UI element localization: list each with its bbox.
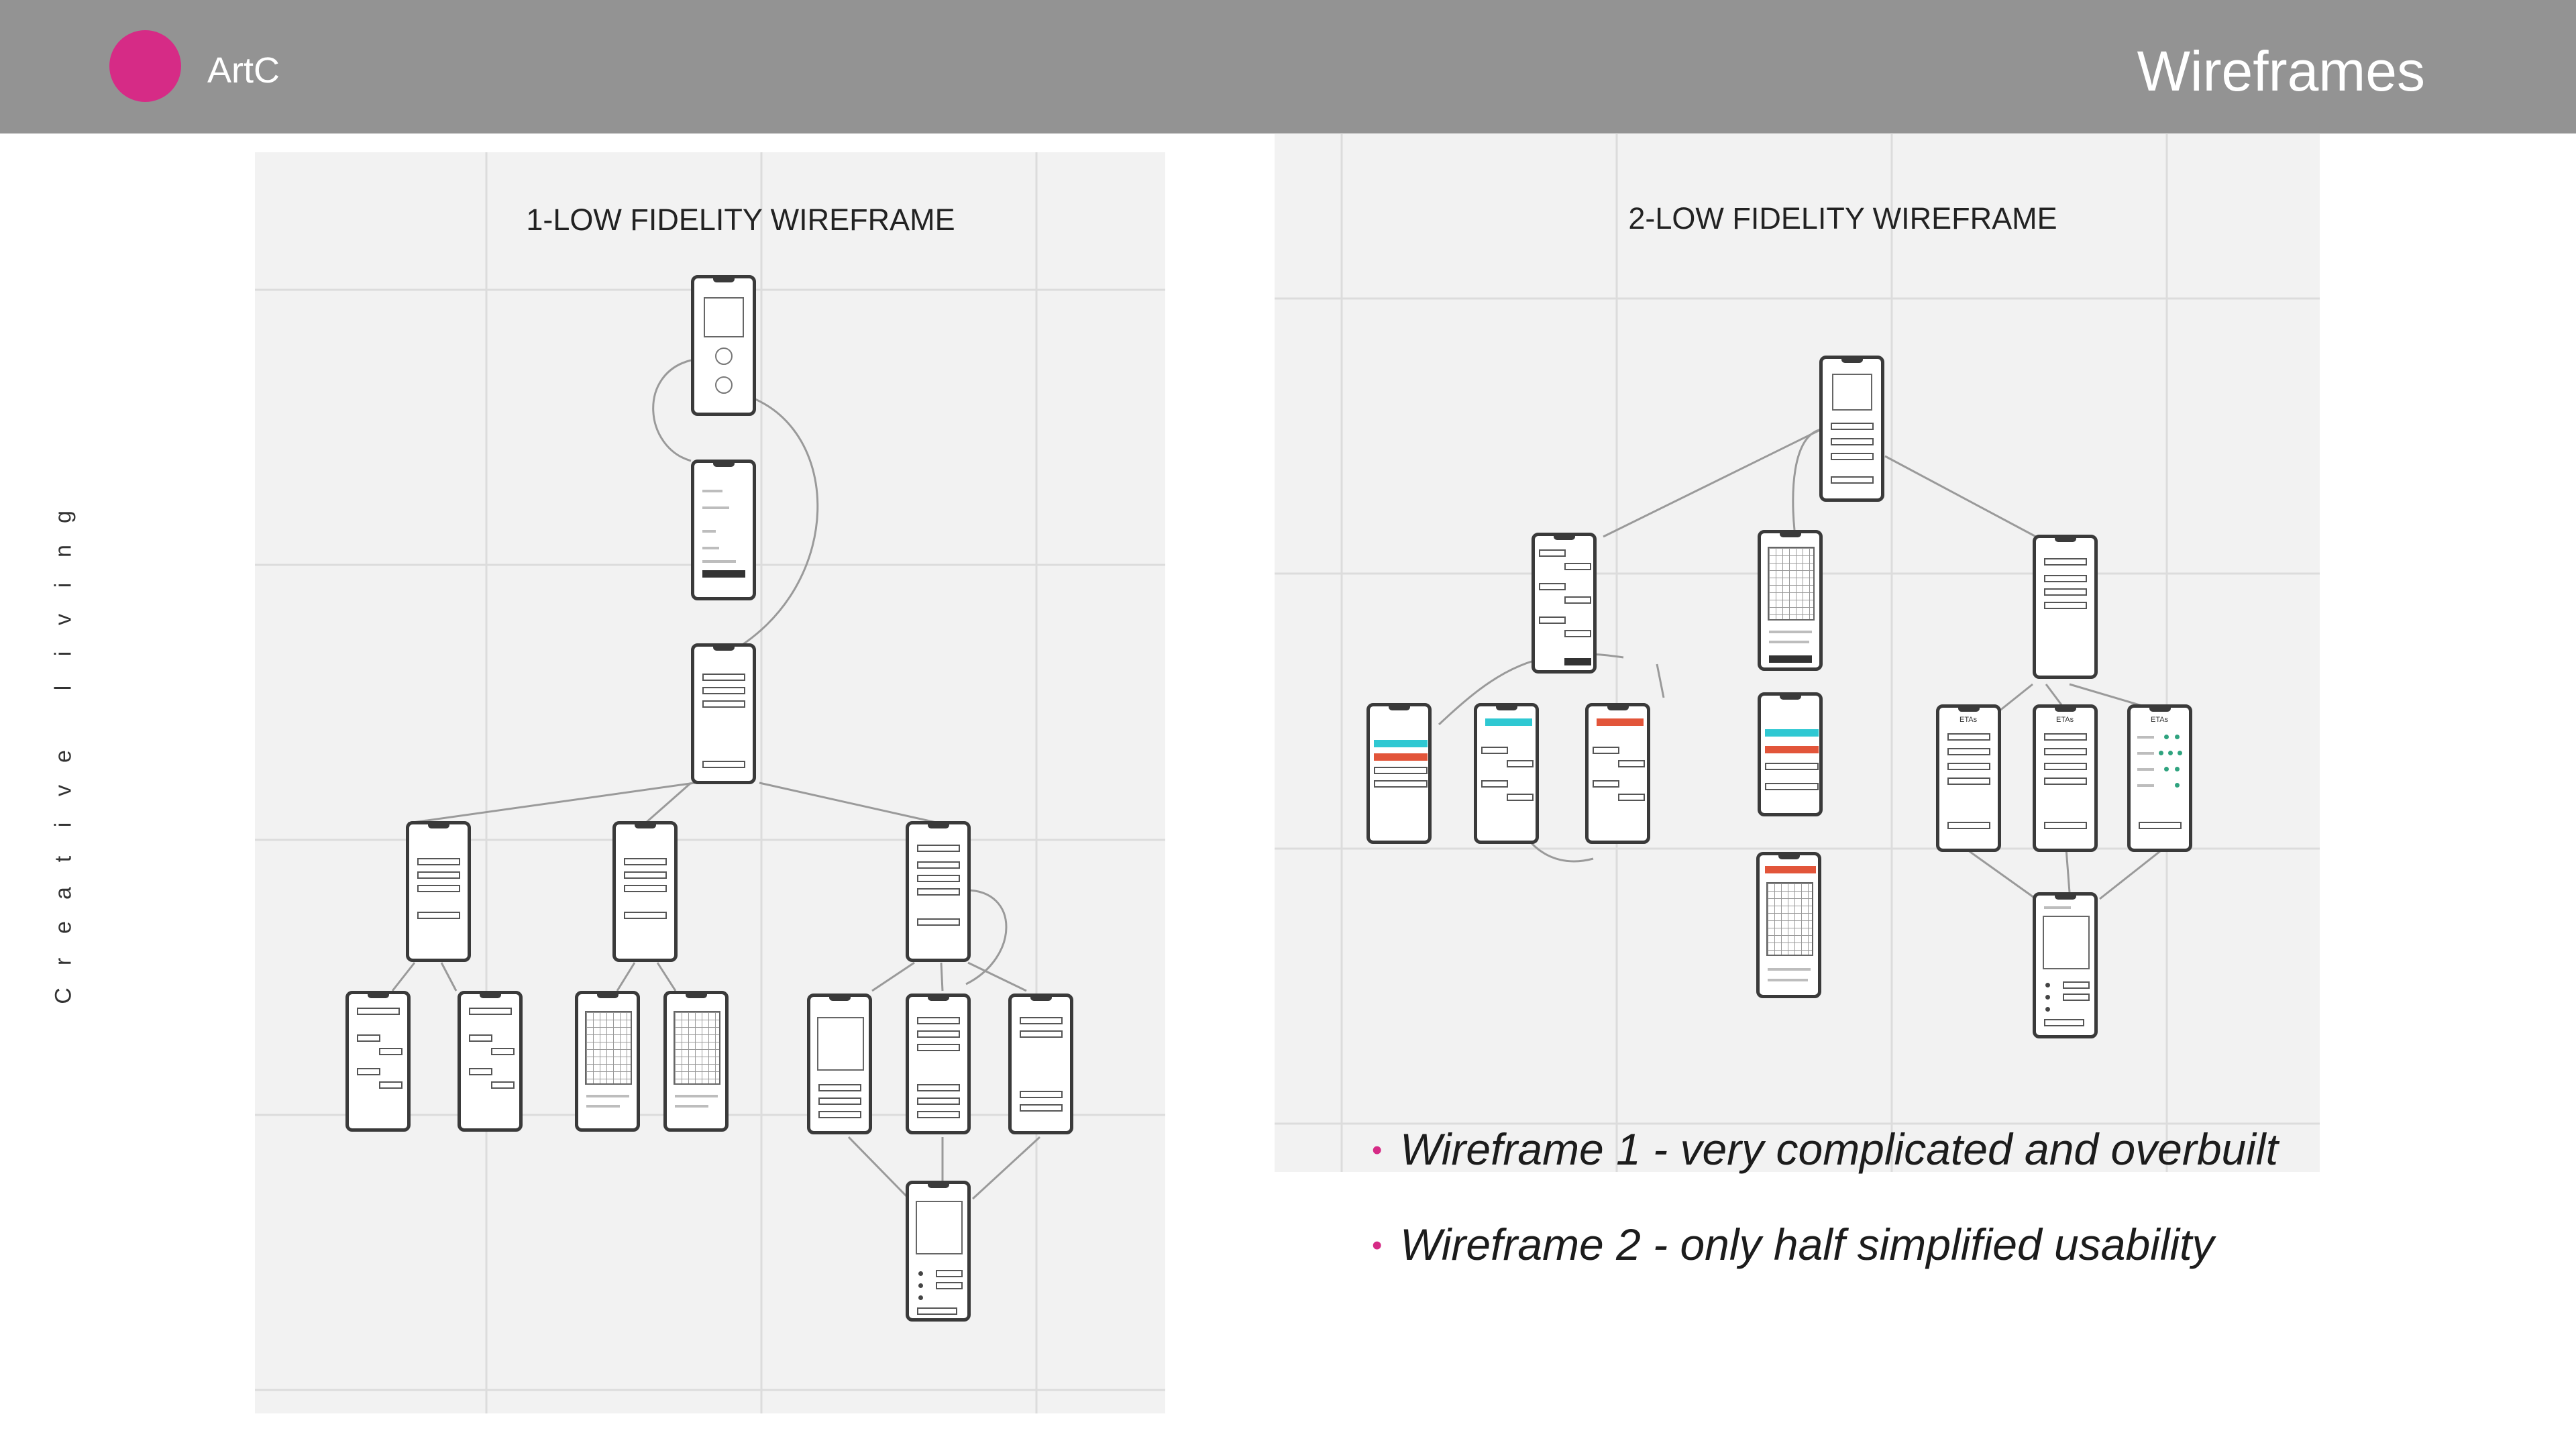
wireframe-board-1: 1-LOW FIDELITY WIREFRAME [255, 152, 1165, 1413]
note-text: Wireframe 2 - only half simplified usabi… [1400, 1220, 2214, 1269]
wireframe-screen [1758, 692, 1823, 816]
vertical-tagline: C r e a t i v e l i v i n g [40, 443, 87, 1013]
wireframe-screen-image [807, 994, 872, 1134]
tagline-letter: g [50, 511, 76, 523]
wireframe-screen-home [691, 643, 756, 784]
wireframe-screen-calendar [663, 991, 729, 1132]
wireframe-screen-login [691, 460, 756, 600]
wireframe-screen [906, 994, 971, 1134]
wireframe-screen [345, 991, 411, 1132]
tagline-letter: v [50, 785, 76, 796]
tagline-letter: C [50, 987, 76, 1004]
brand-name: ArtC [207, 50, 280, 91]
tagline-letter: n [50, 545, 76, 557]
bullet-dot: • [1372, 1229, 1383, 1262]
board-title: 1-LOW FIDELITY WIREFRAME [526, 203, 955, 237]
wireframe-screen [1366, 703, 1432, 844]
tagline-letter: r [50, 957, 76, 966]
wireframe-screen-eta: ETAs [2033, 704, 2098, 852]
note-text: Wireframe 1 - very complicated and overb… [1400, 1124, 2278, 1174]
wireframe-screen-calendar [1756, 852, 1821, 998]
tagline-letter: t [50, 855, 76, 863]
tagline-letter: i [50, 651, 76, 657]
wireframe-screen [1585, 703, 1650, 844]
wireframe-screen [612, 821, 678, 962]
page-title: Wireframes [2137, 40, 2425, 103]
board-title: 2-LOW FIDELITY WIREFRAME [1628, 201, 2057, 235]
tagline-letter: a [50, 887, 76, 900]
tagline-letter [47, 709, 81, 736]
wireframe-screen-map [2033, 892, 2098, 1038]
wireframe-screen-calendar [1758, 530, 1823, 671]
bullet-dot: • [1372, 1134, 1383, 1167]
tagline-letter: e [50, 750, 76, 763]
tagline-letter: e [50, 921, 76, 934]
wireframe-screen [458, 991, 523, 1132]
wireframe-screen-splash [691, 275, 756, 416]
wireframe-screen-eta: ETAs [1936, 704, 2001, 852]
wireframe-screen-splash [1819, 356, 1884, 502]
wireframe-screen [2033, 535, 2098, 679]
tagline-letter: i [50, 822, 76, 828]
wireframe-screen [406, 821, 471, 962]
wireframe-screen-map [906, 1181, 971, 1322]
wireframe-screen [1008, 994, 1073, 1134]
wireframe-screen-eta: ETAs [2127, 704, 2192, 852]
wireframe-screen-calendar [575, 991, 640, 1132]
wireframe-screen [1532, 533, 1597, 674]
wireframe-screen [1474, 703, 1539, 844]
header-bar: ArtC Wireframes [0, 0, 2576, 133]
logo-circle [109, 30, 181, 102]
tagline-letter: v [50, 614, 76, 625]
tagline-letter: l [50, 685, 76, 691]
wireframe-screen [906, 821, 971, 962]
tagline-letter: i [50, 582, 76, 588]
wireframe-board-2: 2-LOW FIDELITY WIREFRAME [1275, 134, 2320, 1172]
flow-connectors [391, 359, 1041, 1200]
